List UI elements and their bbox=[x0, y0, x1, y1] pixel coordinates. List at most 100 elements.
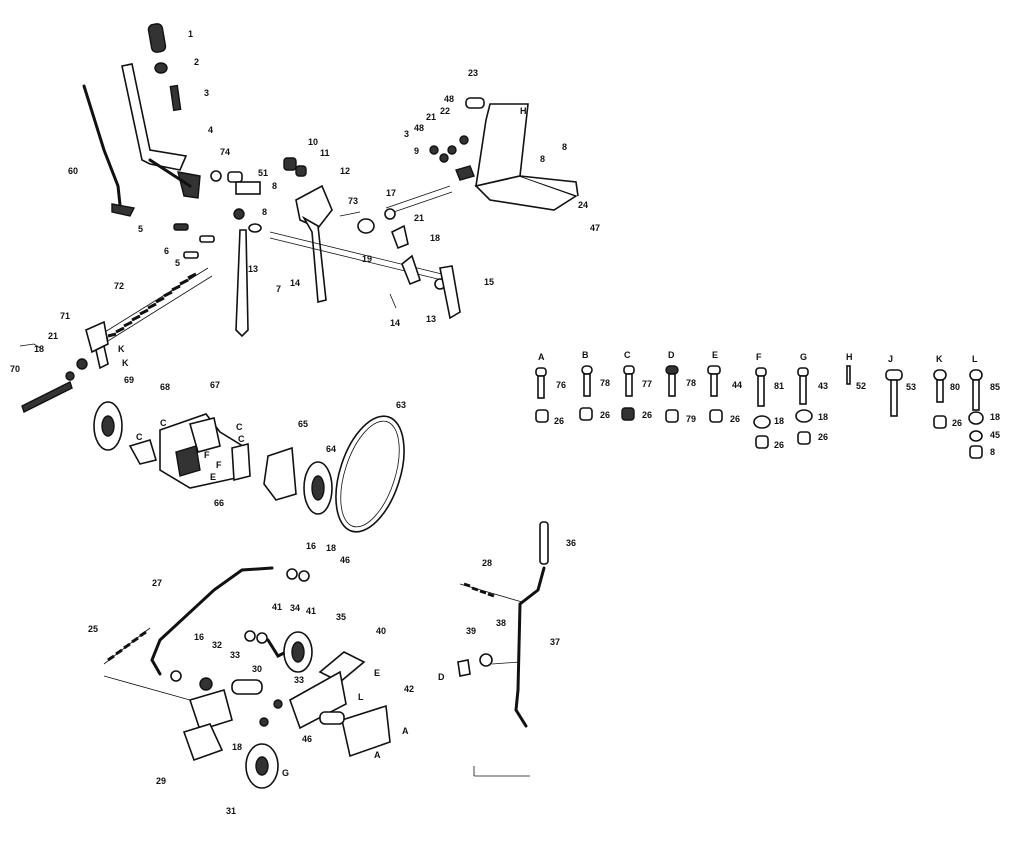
callout-70: 70 bbox=[10, 364, 20, 374]
callout-11: 11 bbox=[320, 148, 330, 158]
callout-40: 40 bbox=[376, 626, 386, 636]
callout-51: 51 bbox=[258, 168, 268, 178]
hw-header-G: G bbox=[800, 352, 807, 362]
callout-37: 37 bbox=[550, 637, 560, 647]
hw-header-F: F bbox=[756, 352, 762, 362]
callout-H: H bbox=[520, 106, 527, 116]
callout-31: 31 bbox=[226, 806, 236, 816]
hw-nut-26e: 26 bbox=[774, 440, 784, 450]
callout-27: 27 bbox=[152, 578, 162, 588]
callout-Kb: K bbox=[122, 358, 129, 368]
hw-nut-18a: 18 bbox=[774, 416, 784, 426]
shift-lever-assembly bbox=[457, 521, 549, 777]
hw-header-J: J bbox=[888, 354, 893, 364]
callout-32: 32 bbox=[212, 640, 222, 650]
callout-3b: 3 bbox=[404, 129, 409, 139]
callout-46b: 46 bbox=[302, 734, 312, 744]
callout-63: 63 bbox=[396, 400, 406, 410]
hardware-table-labels: A B C D E F G H J K L 76 78 77 78 44 81 … bbox=[538, 350, 1000, 457]
callout-5b: 5 bbox=[175, 258, 180, 268]
callout-42: 42 bbox=[404, 684, 414, 694]
callout-72: 72 bbox=[114, 281, 124, 291]
hw-nut-45: 45 bbox=[990, 430, 1000, 440]
hw-header-E: E bbox=[712, 350, 718, 360]
hw-num-78b: 78 bbox=[686, 378, 696, 388]
callout-17: 17 bbox=[386, 188, 396, 198]
drive-pulley-assembly bbox=[93, 401, 405, 533]
callout-labels: 1 2 3 4 60 74 5 6 5 72 10 11 51 8 8 12 1… bbox=[10, 29, 600, 816]
hw-nut-26c: 26 bbox=[642, 410, 652, 420]
callout-47: 47 bbox=[590, 223, 600, 233]
callout-48a: 48 bbox=[444, 94, 454, 104]
callout-21c: 21 bbox=[48, 331, 58, 341]
callout-21b: 21 bbox=[414, 213, 424, 223]
callout-G1: G bbox=[282, 768, 289, 778]
callout-E1: E bbox=[210, 472, 216, 482]
callout-29: 29 bbox=[156, 776, 166, 786]
callout-10: 10 bbox=[308, 137, 318, 147]
callout-23: 23 bbox=[468, 68, 478, 78]
callout-C2: C bbox=[136, 432, 143, 442]
idler-tensioner-assembly bbox=[103, 566, 391, 789]
mounting-bracket-assembly bbox=[339, 97, 579, 320]
hw-nut-79: 79 bbox=[686, 414, 696, 424]
hw-num-85: 85 bbox=[990, 382, 1000, 392]
hw-header-H: H bbox=[846, 352, 853, 362]
callout-65: 65 bbox=[298, 419, 308, 429]
callout-12: 12 bbox=[340, 166, 350, 176]
hw-nut-26b: 26 bbox=[600, 410, 610, 420]
callout-33a: 33 bbox=[230, 650, 240, 660]
callout-22: 22 bbox=[440, 106, 450, 116]
callout-41b: 41 bbox=[306, 606, 316, 616]
callout-14a: 14 bbox=[290, 278, 300, 288]
callout-F1: F bbox=[204, 450, 210, 460]
hw-num-77: 77 bbox=[642, 379, 652, 389]
callout-46a: 46 bbox=[340, 555, 350, 565]
hw-num-80: 80 bbox=[950, 382, 960, 392]
callout-14b: 14 bbox=[390, 318, 400, 328]
callout-48b: 48 bbox=[414, 123, 424, 133]
hw-num-52: 52 bbox=[856, 381, 866, 391]
callout-34: 34 bbox=[290, 603, 300, 613]
hw-header-L: L bbox=[972, 354, 978, 364]
callout-19: 19 bbox=[362, 254, 372, 264]
callout-18c: 18 bbox=[326, 543, 336, 553]
callout-41a: 41 bbox=[272, 602, 282, 612]
callout-F2: F bbox=[216, 460, 222, 470]
hw-nut-26f: 26 bbox=[818, 432, 828, 442]
callout-71: 71 bbox=[60, 311, 70, 321]
hw-header-B: B bbox=[582, 350, 589, 360]
callout-36: 36 bbox=[566, 538, 576, 548]
hw-nut-26d: 26 bbox=[730, 414, 740, 424]
callout-13a: 13 bbox=[248, 264, 258, 274]
callout-8c: 8 bbox=[540, 154, 545, 164]
callout-1: 1 bbox=[188, 29, 193, 39]
hw-num-44: 44 bbox=[732, 380, 742, 390]
hw-num-81: 81 bbox=[774, 381, 784, 391]
hw-nut-18c: 18 bbox=[990, 412, 1000, 422]
callout-73: 73 bbox=[348, 196, 358, 206]
callout-8a: 8 bbox=[272, 181, 277, 191]
hw-header-A: A bbox=[538, 352, 545, 362]
callout-L1: L bbox=[358, 692, 364, 702]
callout-38: 38 bbox=[496, 618, 506, 628]
callout-66: 66 bbox=[214, 498, 224, 508]
callout-C4: C bbox=[238, 434, 245, 444]
hw-num-76: 76 bbox=[556, 380, 566, 390]
callout-13b: 13 bbox=[426, 314, 436, 324]
callout-21a: 21 bbox=[426, 112, 436, 122]
callout-2: 2 bbox=[194, 57, 199, 67]
callout-24: 24 bbox=[578, 200, 588, 210]
callout-7: 7 bbox=[276, 284, 281, 294]
callout-5a: 5 bbox=[138, 224, 143, 234]
callout-A2: A bbox=[374, 750, 381, 760]
callout-Ka: K bbox=[118, 344, 125, 354]
callout-18a: 18 bbox=[430, 233, 440, 243]
hw-header-K: K bbox=[936, 354, 943, 364]
hw-header-C: C bbox=[624, 350, 631, 360]
hardware-table bbox=[535, 365, 984, 459]
callout-16a: 16 bbox=[306, 541, 316, 551]
callout-69: 69 bbox=[124, 375, 134, 385]
hw-nut-8: 8 bbox=[990, 447, 995, 457]
